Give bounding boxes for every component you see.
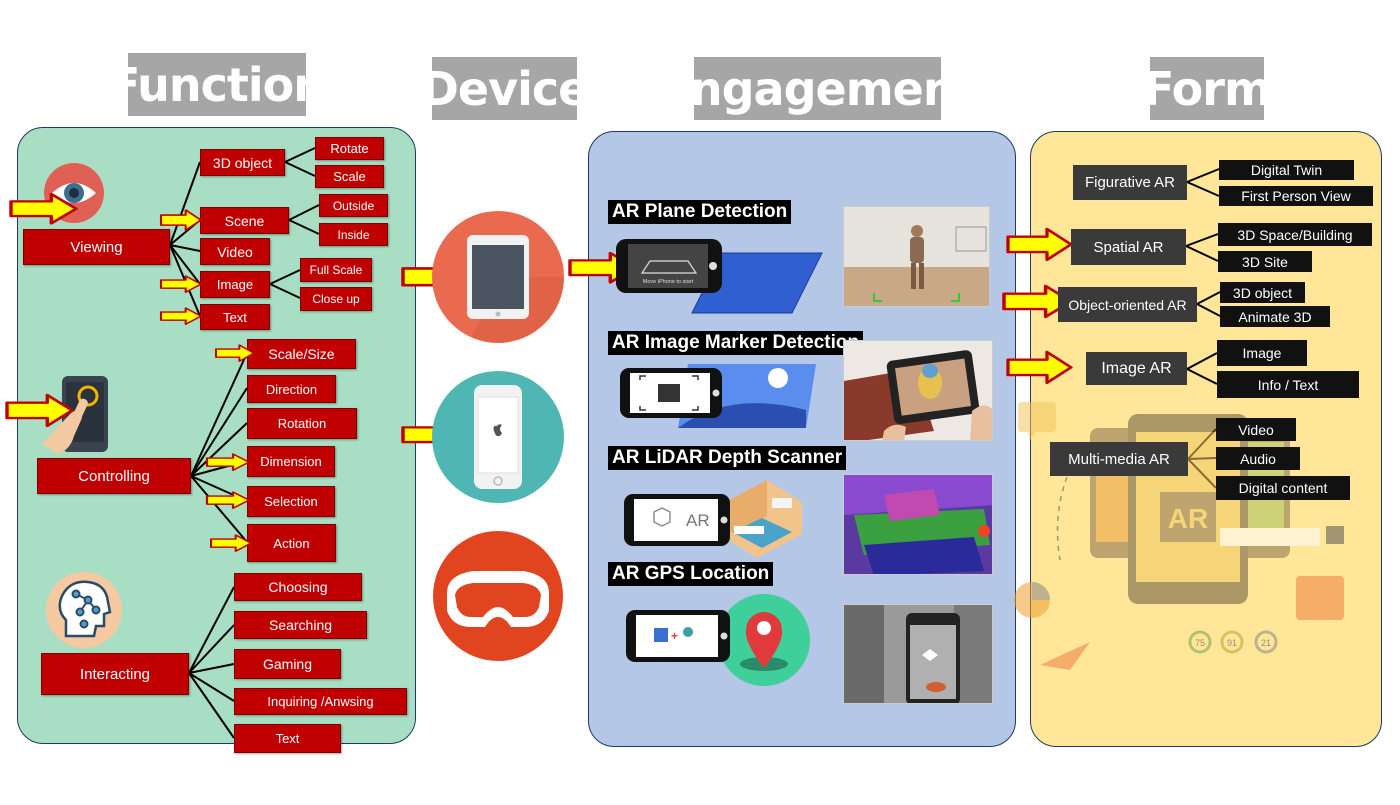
dimension-node: Dimension: [247, 446, 335, 477]
viewing-node: Viewing: [23, 229, 170, 265]
arrow-icon: [9, 192, 78, 226]
first-person-view-node: First Person View: [1219, 186, 1373, 206]
tablet-icon: [432, 211, 564, 343]
action-node: Action: [247, 524, 336, 562]
function-header: Function: [109, 53, 326, 116]
3d-space-building-node: 3D Space/Building: [1218, 223, 1372, 246]
scale-node: Scale: [315, 165, 384, 188]
image-node: Image: [200, 271, 270, 298]
form-background-illustration: AR 75 91 21: [1014, 402, 1344, 670]
plane-hint-text: Move iPhone to start: [643, 279, 694, 285]
lidar-photo: [843, 474, 993, 575]
full-scale-node: Full Scale: [300, 258, 372, 282]
score-3: 21: [1261, 638, 1271, 648]
arrow-icon: [205, 452, 251, 472]
touch-phone-icon: [42, 376, 108, 454]
arrow-icon: [209, 533, 252, 553]
interacting-node: Interacting: [41, 653, 189, 695]
multimedia-ar-node: Multi-media AR: [1050, 442, 1188, 476]
arrow-icon: [1006, 350, 1073, 385]
controlling-node: Controlling: [37, 458, 191, 494]
score-2: 91: [1227, 638, 1237, 648]
svg-text:+: +: [671, 629, 678, 643]
spatial-ar-node: Spatial AR: [1071, 229, 1186, 265]
image-ar-node: Image AR: [1086, 352, 1187, 385]
arrow-icon: [159, 306, 202, 326]
marker-detection-illustration: [620, 364, 816, 428]
text-node: Text: [200, 304, 270, 330]
gaming-node: Gaming: [234, 649, 341, 679]
inquiring-node: Inquiring /Anwsing: [234, 688, 407, 715]
video-node: Video: [200, 238, 270, 265]
form-image-node: Image: [1217, 340, 1307, 366]
rotation-node: Rotation: [247, 408, 357, 439]
marker-photo: [843, 340, 993, 441]
animate-3d-node: Animate 3D: [1220, 306, 1330, 327]
plane-detection-illustration: Move iPhone to start: [616, 239, 823, 314]
arrow-icon: [159, 208, 202, 232]
ar-lidar-title: AR LiDAR Depth Scanner: [608, 446, 847, 470]
lidar-ar-label: AR: [686, 511, 710, 530]
arrow-icon: [5, 393, 74, 428]
info-text-node: Info / Text: [1217, 371, 1359, 398]
ar-bg-label: AR: [1168, 503, 1208, 534]
plane-photo: [843, 206, 990, 307]
3d-site-node: 3D Site: [1218, 251, 1312, 272]
ar-plane-title: AR Plane Detection: [608, 200, 792, 224]
selection-node: Selection: [247, 486, 335, 517]
gps-photo: [843, 604, 993, 704]
ar-marker-title: AR Image Marker Detection: [608, 331, 864, 355]
form-3d-object-node: 3D object: [1220, 282, 1305, 303]
engagement-header: Engagement: [659, 57, 977, 120]
form-header: Form: [1143, 57, 1272, 120]
gps-illustration: +: [626, 594, 810, 686]
close-up-node: Close up: [300, 287, 372, 311]
digital-content-node: Digital content: [1216, 476, 1350, 500]
choosing-node: Choosing: [234, 573, 362, 601]
ar-gps-title: AR GPS Location: [608, 562, 774, 586]
arrow-icon: [159, 274, 202, 294]
interacting-text-node: Text: [234, 724, 341, 753]
device-header: Device: [421, 57, 589, 120]
inside-node: Inside: [319, 223, 388, 246]
arrow-icon: [1006, 227, 1073, 262]
figurative-ar-node: Figurative AR: [1073, 165, 1187, 200]
3d-object-node: 3D object: [200, 149, 285, 176]
form-video-node: Video: [1216, 418, 1296, 441]
ai-head-icon: [46, 572, 122, 648]
lidar-illustration: AR: [624, 480, 802, 558]
outside-node: Outside: [319, 194, 388, 217]
direction-node: Direction: [247, 375, 336, 403]
rotate-node: Rotate: [315, 137, 384, 160]
headset-icon: [433, 531, 563, 661]
score-1: 75: [1195, 638, 1205, 648]
searching-node: Searching: [234, 611, 367, 639]
smartphone-icon: [432, 371, 564, 503]
arrow-icon: [215, 344, 255, 363]
form-audio-node: Audio: [1216, 447, 1300, 470]
digital-twin-node: Digital Twin: [1219, 160, 1354, 180]
object-oriented-ar-node: Object-oriented AR: [1058, 287, 1197, 322]
scale-size-node: Scale/Size: [247, 339, 356, 369]
arrow-icon: [205, 490, 251, 510]
